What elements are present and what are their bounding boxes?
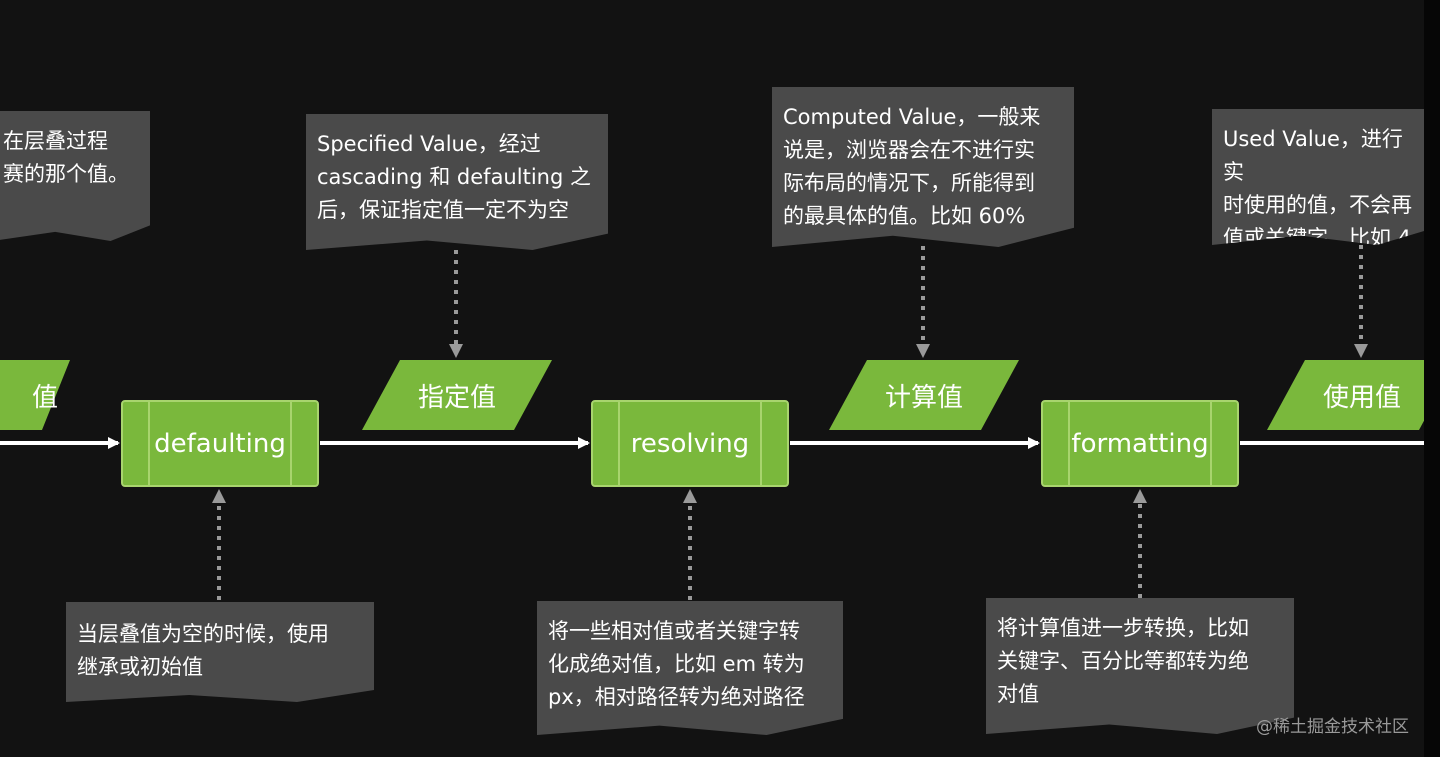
used-value-node: 使用值 [1267, 360, 1424, 430]
resolving-note: 将一些相对值或者关键字转 化成绝对值，比如 em 转为 px，相对路径转为绝对路… [537, 601, 843, 735]
formatting-label: formatting [1071, 428, 1209, 459]
defaulting-note: 当层叠值为空的时候，使用 继承或初始值 [66, 602, 374, 702]
formatting-note: 将计算值进一步转换，比如 关键字、百分比等都转为绝 对值 [986, 598, 1294, 734]
watermark: @稀土掘金技术社区 [1256, 717, 1409, 737]
defaulting-process: defaulting [121, 400, 319, 487]
resolving-process: resolving [591, 400, 789, 487]
used-value-note: Used Value，进行实 时使用的值，不会再 值或关键字。比如 4 [1212, 109, 1424, 245]
defaulting-label: defaulting [154, 428, 286, 459]
specified-value-note: Specified Value，经过 cascading 和 defaultin… [306, 114, 608, 250]
specified-value-node: 指定值 [362, 360, 552, 430]
right-edge [1424, 0, 1440, 757]
computed-value-note: Computed Value，一般来 说是，浏览器会在不进行实 际布局的情况下，… [772, 87, 1074, 247]
resolving-label: resolving [630, 428, 750, 459]
cascaded-value-node: 值 [0, 360, 70, 430]
formatting-process: formatting [1041, 400, 1239, 487]
computed-value-node: 计算值 [829, 360, 1019, 430]
cascaded-value-note: 在层叠过程 赛的那个值。 [0, 111, 150, 241]
